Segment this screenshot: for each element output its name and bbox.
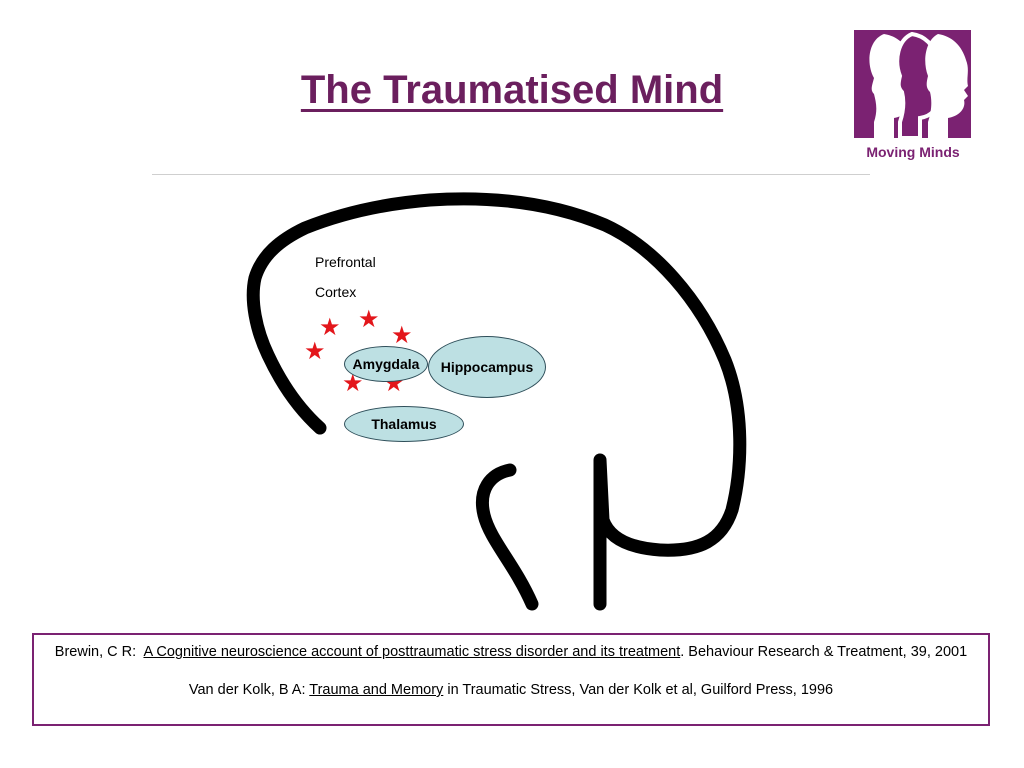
ref1-rest: . Behaviour Research & Treatment, 39, 20…	[680, 644, 968, 660]
amygdala-label: Amygdala	[352, 356, 420, 372]
star-icon: ★	[391, 322, 413, 349]
ref1-authors: Brewin, C R:	[54, 644, 137, 660]
thalamus-region: Thalamus	[344, 406, 464, 442]
prefrontal-label: Prefrontal	[315, 254, 376, 270]
ref2-authors: Van der Kolk, B A:	[188, 682, 306, 698]
slide-title: The Traumatised Mind	[300, 68, 724, 112]
reference-brewin: Brewin, C R: A Cognitive neuroscience ac…	[34, 642, 988, 662]
title-divider	[152, 174, 870, 175]
cortex-label: Cortex	[315, 284, 357, 300]
star-icon: ★	[319, 314, 341, 341]
logo-text: Moving Minds	[866, 144, 960, 160]
ref2-rest: in Traumatic Stress, Van der Kolk et al,…	[443, 682, 834, 698]
references-box: Brewin, C R: A Cognitive neuroscience ac…	[32, 633, 990, 726]
star-icon: ★	[304, 338, 326, 365]
hippocampus-region: Hippocampus	[428, 336, 546, 398]
ref2-title: Trauma and Memory	[309, 682, 444, 698]
faces-profile-icon	[854, 30, 971, 138]
moving-minds-logo: Moving Minds	[852, 30, 974, 168]
amygdala-region: Amygdala	[344, 346, 428, 382]
brain-stem-outline	[476, 463, 539, 611]
hippocampus-label: Hippocampus	[440, 359, 534, 375]
star-icon: ★	[358, 306, 380, 333]
ref1-title: A Cognitive neuroscience account of post…	[143, 644, 681, 660]
reference-van-der-kolk: Van der Kolk, B A: Trauma and Memory in …	[34, 680, 988, 700]
thalamus-label: Thalamus	[371, 416, 437, 432]
